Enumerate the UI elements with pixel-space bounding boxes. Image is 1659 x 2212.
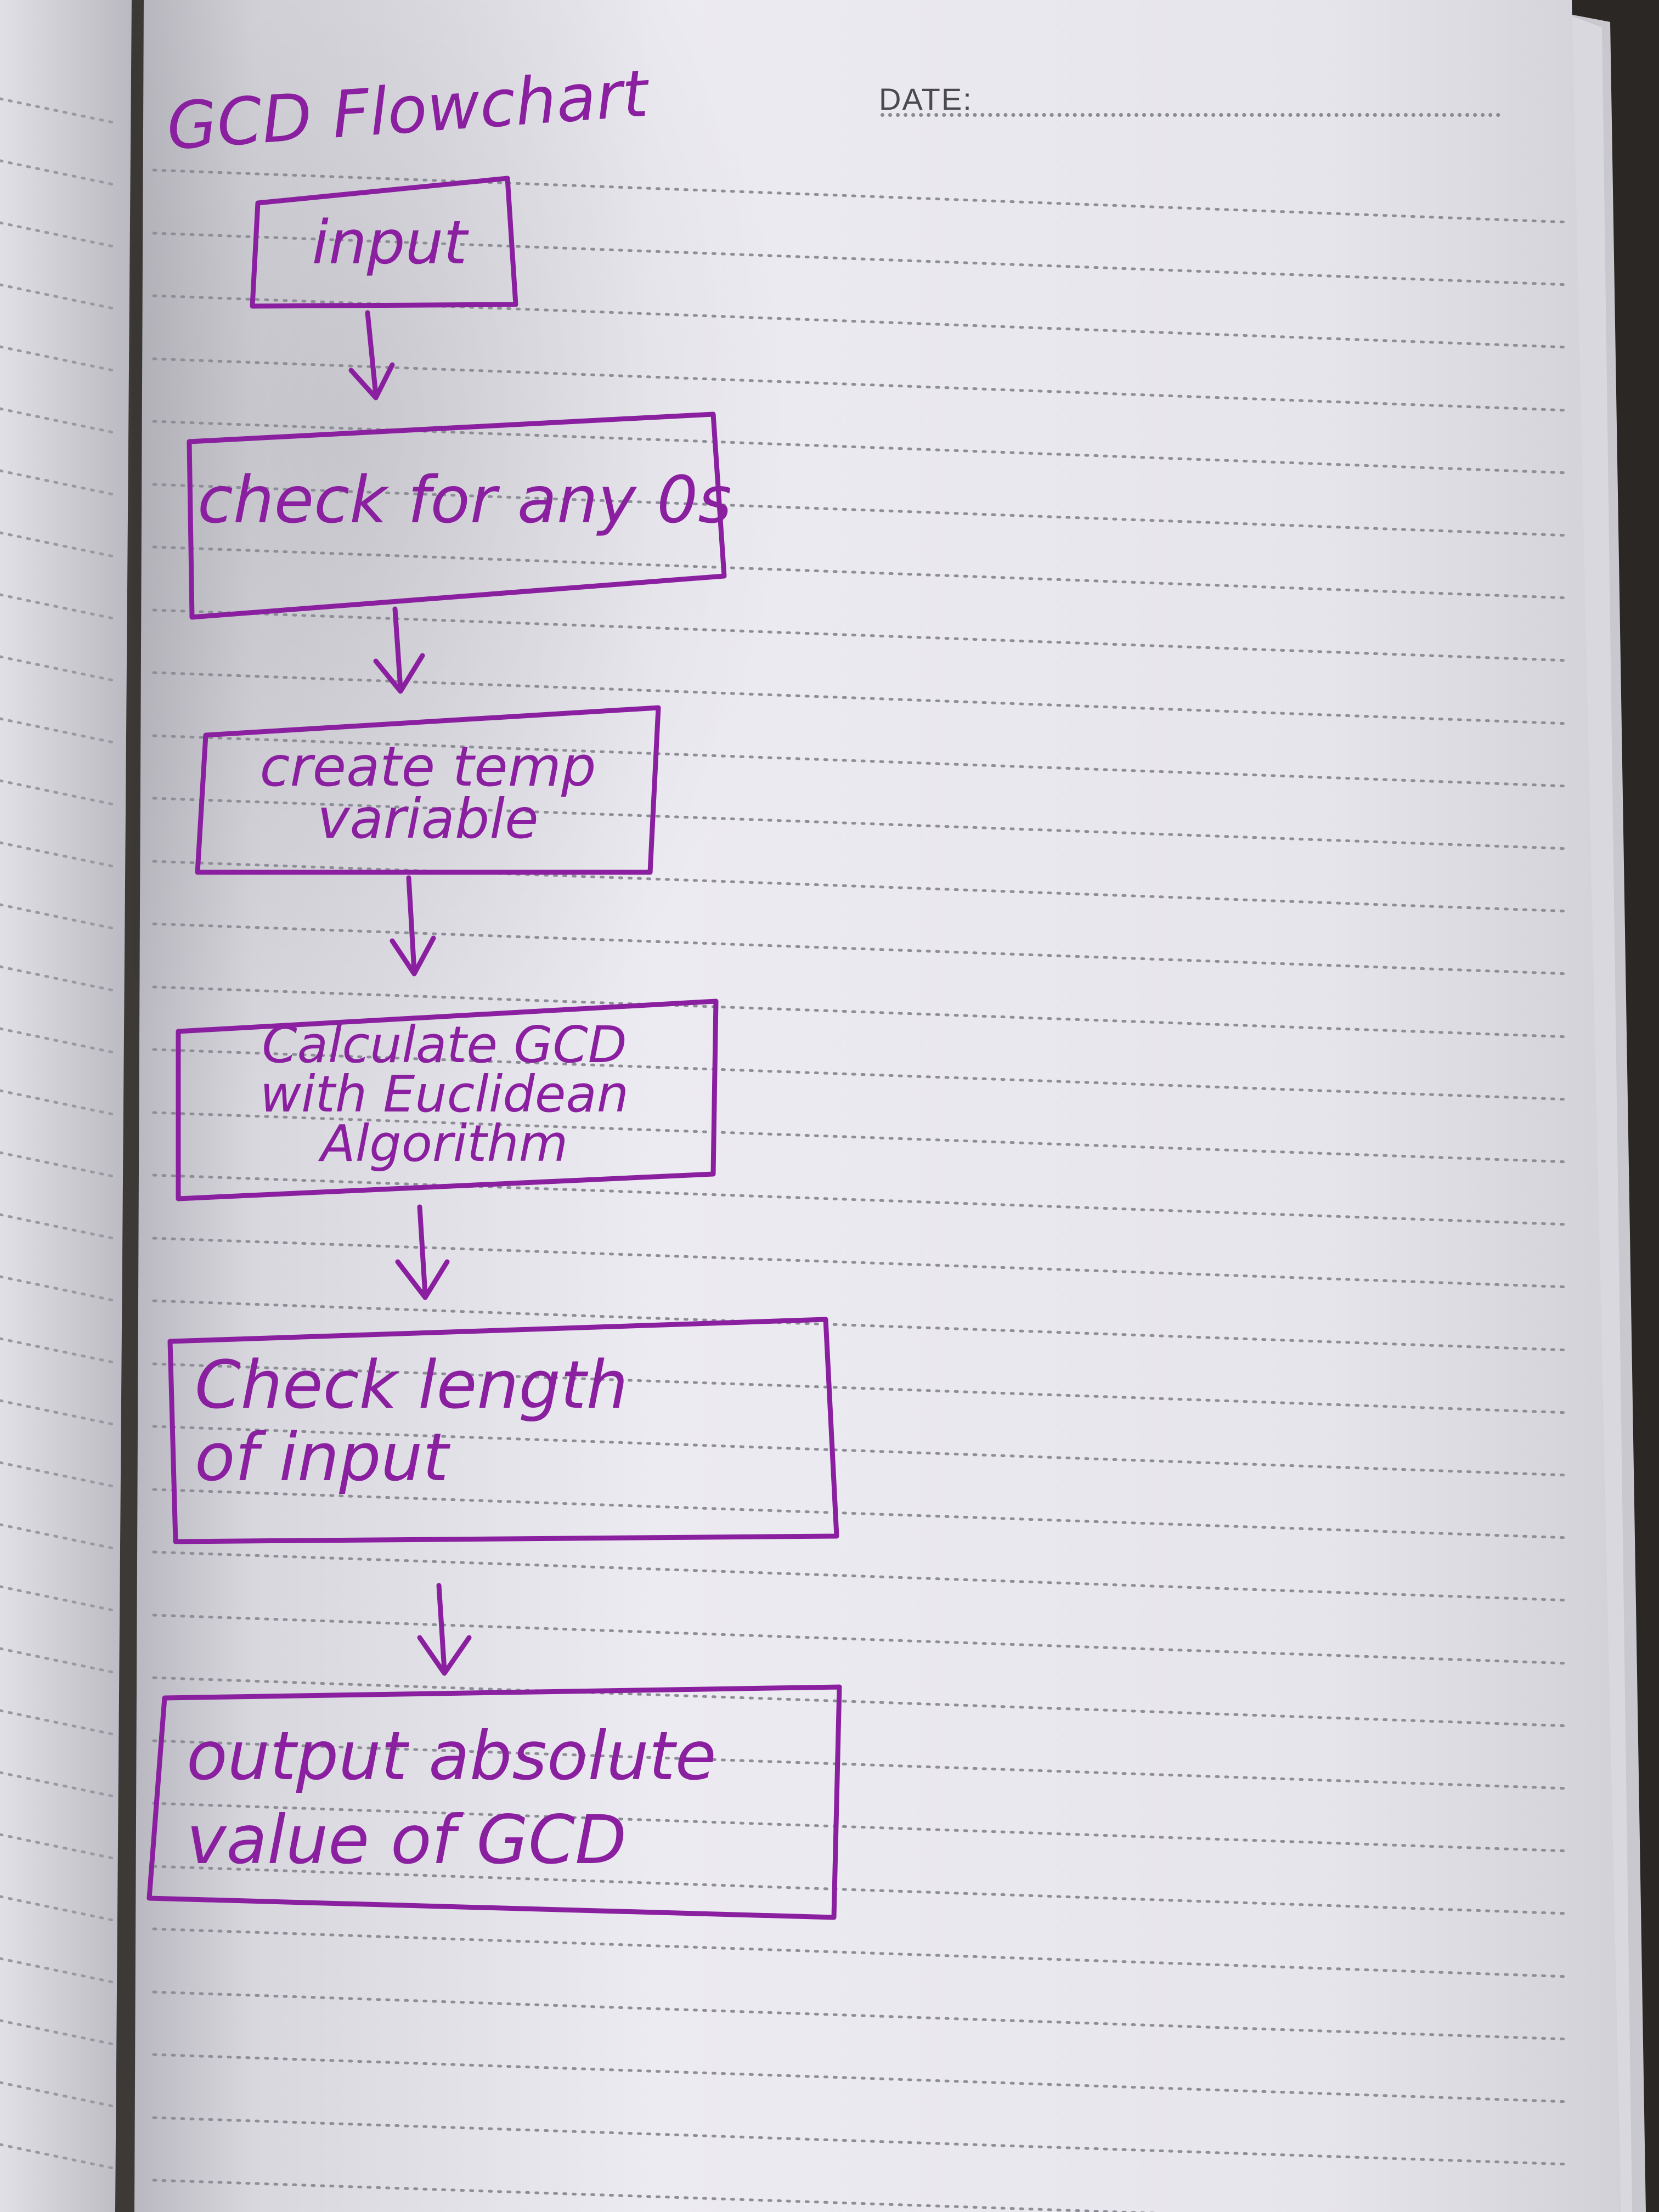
- left-rule-line: [0, 1337, 120, 1365]
- left-rule-line: [0, 1399, 120, 1427]
- left-rule-line: [0, 1275, 120, 1303]
- left-rule-line: [0, 1957, 120, 1985]
- left-rule-line: [0, 1461, 120, 1489]
- left-rule-line: [0, 655, 120, 683]
- rule-line: [152, 168, 1571, 224]
- left-rule-line: [0, 407, 120, 435]
- flow-arrow-5: [417, 1583, 472, 1676]
- left-rule-line: [0, 97, 120, 125]
- rule-line: [152, 1676, 1571, 1728]
- rule-line: [152, 1739, 1571, 1790]
- rule-line: [152, 1237, 1571, 1289]
- left-rule-line: [0, 345, 120, 373]
- left-rule-line: [0, 717, 120, 745]
- flow-arrow-1: [348, 310, 395, 400]
- left-rule-line: [0, 159, 120, 187]
- left-rule-line: [0, 1213, 120, 1241]
- rule-line: [152, 1048, 1571, 1101]
- left-rule-line: [0, 221, 120, 249]
- flowchart-box-input: [250, 176, 518, 309]
- rule-line: [152, 1865, 1571, 1915]
- flowchart-box-check-length: [167, 1317, 839, 1544]
- left-rule-line: [0, 1709, 120, 1737]
- left-rule-line: [0, 1771, 120, 1799]
- left-rule-line: [0, 1151, 120, 1179]
- rule-line: [152, 1550, 1571, 1602]
- step-label-check-length: Check length of input: [195, 1347, 628, 1496]
- rule-line: [152, 1111, 1571, 1164]
- rule-line: [152, 860, 1571, 913]
- rule-line: [152, 734, 1571, 788]
- rule-line: [152, 1425, 1571, 1477]
- flow-arrow-3: [390, 875, 436, 977]
- step-label-temp-variable: create temp variable: [259, 735, 596, 851]
- rule-line: [152, 1613, 1571, 1665]
- left-rule-line: [0, 2143, 120, 2171]
- left-rule-line: [0, 1585, 120, 1613]
- rule-line: [152, 1362, 1571, 1414]
- left-rule-line: [0, 531, 120, 559]
- flowchart-box-temp-variable: [195, 705, 661, 875]
- step-label-calculate-gcd: Calculate GCD with Euclidean Algorithm: [259, 1015, 629, 1173]
- left-rule-line: [0, 2019, 120, 2047]
- rule-line: [152, 1488, 1571, 1539]
- left-rule-line: [0, 2081, 120, 2109]
- left-rule-line: [0, 965, 120, 993]
- flow-arrow-2: [373, 606, 425, 694]
- left-rule-line: [0, 469, 120, 497]
- rule-line: [152, 1802, 1571, 1853]
- left-rule-line: [0, 779, 120, 807]
- step-label-output: output absolute value of GCD: [187, 1717, 716, 1879]
- date-label: DATE:: [879, 82, 973, 116]
- rule-line: [152, 545, 1571, 600]
- step-label-input: input: [312, 207, 467, 278]
- rule-line: [152, 1927, 1571, 1978]
- rule-line: [152, 922, 1571, 975]
- left-rule-line: [0, 841, 120, 869]
- left-rule-line: [0, 1833, 120, 1861]
- rule-line: [152, 2053, 1571, 2103]
- flowchart-box-output: [146, 1684, 842, 1920]
- rule-lines: [152, 168, 1571, 2212]
- flow-arrow-4: [395, 1204, 450, 1300]
- left-rule-line: [0, 1895, 120, 1923]
- left-rule-line: [0, 593, 120, 621]
- left-rule-line: [0, 1523, 120, 1551]
- rule-line: [152, 2116, 1571, 2166]
- rule-line: [152, 1173, 1571, 1226]
- flowchart-box-calculate-gcd: [176, 998, 719, 1201]
- rule-line: [152, 985, 1571, 1039]
- left-rule-line: [0, 903, 120, 931]
- left-rule-line: [0, 283, 120, 311]
- left-rule-line: [0, 1027, 120, 1055]
- step-label-check-zeros: check for any 0s: [198, 462, 732, 538]
- rule-line: [152, 797, 1571, 850]
- rule-line: [152, 483, 1571, 537]
- rule-line: [152, 608, 1571, 662]
- rule-line: [152, 2179, 1161, 2212]
- left-rule-line: [0, 1647, 120, 1675]
- left-rule-line: [0, 1089, 120, 1117]
- rule-line: [152, 232, 1571, 286]
- left-page-rule-lines: [0, 97, 120, 2171]
- date-line: [881, 113, 1500, 117]
- flowchart-box-check-zeros: [187, 411, 727, 620]
- rule-line: [152, 1990, 1571, 2041]
- rule-line: [152, 1299, 1571, 1352]
